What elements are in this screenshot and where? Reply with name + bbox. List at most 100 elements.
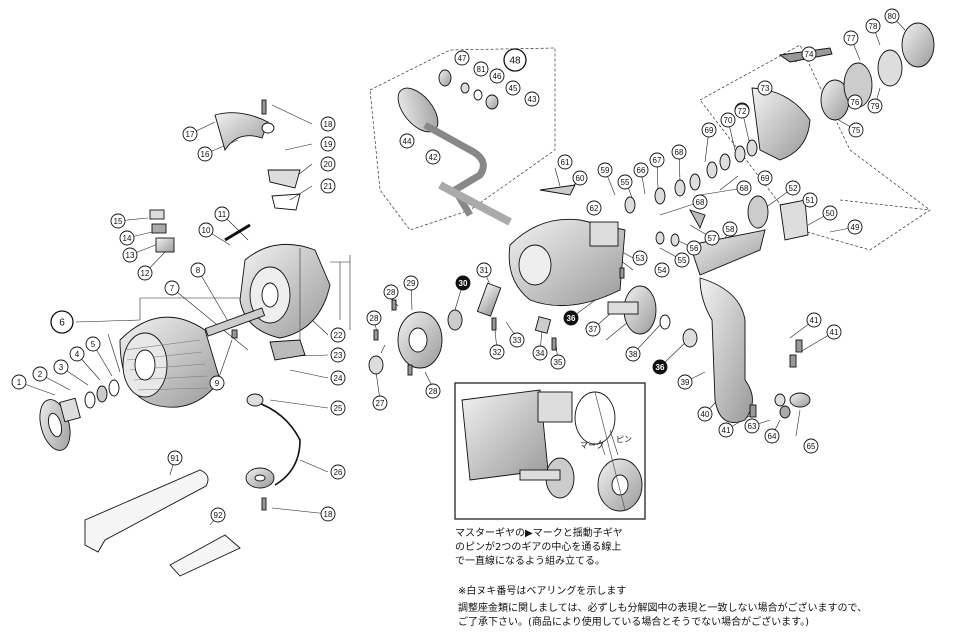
callout-number: 55 (678, 256, 687, 265)
callout-badge (524, 91, 540, 107)
callout-badge (69, 346, 85, 362)
callout-number: 20 (324, 160, 333, 169)
callout-badge (843, 30, 859, 46)
callout-number: 43 (528, 95, 537, 104)
callout-number: 42 (429, 153, 438, 162)
callout-badge (320, 156, 336, 172)
callout-badge (330, 327, 346, 343)
callout-number: 24 (334, 374, 343, 383)
callout-badge (383, 284, 399, 300)
callout-number: 39 (681, 378, 690, 387)
callout-badge (586, 200, 602, 216)
callout-badge (822, 205, 838, 221)
callout-badge (198, 222, 214, 238)
tools-group (84, 469, 241, 577)
callout-badge (372, 395, 388, 411)
callout-badge (550, 354, 566, 370)
callout-number: 74 (805, 50, 814, 59)
callout-number: 80 (888, 12, 897, 21)
callout-badge (476, 262, 492, 278)
callout-number: 76 (851, 98, 860, 107)
callout-number: 91 (171, 454, 180, 463)
callout-number: 32 (493, 348, 502, 357)
callout-badge (210, 507, 226, 523)
callout-number: 68 (675, 148, 684, 157)
callout-badge (330, 347, 346, 363)
callout-badge (563, 310, 579, 326)
callout-number: 40 (701, 410, 710, 419)
callout-badge (330, 370, 346, 386)
callout-number: 67 (653, 156, 662, 165)
callout-number: 62 (590, 204, 599, 213)
callout-badge (764, 428, 780, 444)
callout-number: 11 (218, 210, 227, 219)
callout-number: 33 (513, 336, 522, 345)
callout-number: 7 (170, 284, 175, 293)
callout-badge (847, 219, 863, 235)
callout-badge (597, 162, 613, 178)
callout-badge (473, 61, 489, 77)
callout-number: 48 (509, 56, 521, 67)
callout-badge (744, 418, 760, 434)
callout-number: 19 (324, 140, 333, 149)
callout-number: 77 (847, 34, 856, 43)
callout-number: 64 (768, 432, 777, 441)
callout-badge (366, 310, 382, 326)
callout-badge (671, 144, 687, 160)
callout-number: 15 (114, 217, 123, 226)
callout-badge (867, 98, 883, 114)
callout-number: 69 (761, 174, 770, 183)
callout-number: 75 (852, 126, 861, 135)
callout-number: 81 (477, 65, 486, 74)
callout-number: 38 (629, 350, 638, 359)
inset-mark-label: マーク (580, 441, 604, 450)
callout-number: 21 (324, 182, 333, 191)
callout-badge (686, 240, 702, 256)
callout-badge (32, 366, 48, 382)
callout-badge (884, 8, 900, 24)
callout-number: 65 (807, 442, 816, 451)
callout-badge (722, 221, 738, 237)
callout-number: 30 (459, 279, 468, 288)
callout-number: 47 (458, 54, 467, 63)
callout-badge (585, 321, 601, 337)
callout-badge (11, 374, 27, 390)
callout-number: 8 (196, 266, 201, 275)
callout-badge (701, 122, 717, 138)
callout-badge (214, 206, 230, 222)
callout-badge (801, 46, 817, 62)
callout-badge (785, 180, 801, 196)
inset-note-line: マスターギヤの▶マークと揺動子ギヤ (455, 528, 623, 539)
bearing-legend-note: ※白ヌキ番号はベアリングを示します (458, 586, 627, 597)
callout-badge (704, 230, 720, 246)
callout-badge (489, 68, 505, 84)
callout-number: 69 (705, 126, 714, 135)
handle-group (397, 69, 512, 226)
callout-badge (802, 192, 818, 208)
callout-badge (503, 48, 527, 72)
callout-number: 27 (376, 399, 385, 408)
callout-number: 2 (38, 370, 43, 379)
callout-number: 56 (690, 244, 699, 253)
callout-number: 25 (334, 404, 343, 413)
callout-badge (625, 346, 641, 362)
callout-number: 17 (186, 130, 195, 139)
callout-number: 68 (696, 198, 705, 207)
callout-labels: 1234567891011121314151617181920212223242… (11, 8, 900, 523)
callout-number: 79 (871, 102, 880, 111)
callout-badge (734, 103, 750, 119)
callout-badge (182, 126, 198, 142)
callout-badge (425, 149, 441, 165)
callout-number: 34 (536, 349, 545, 358)
callout-number: 55 (621, 178, 630, 187)
inset-detail (454, 382, 646, 520)
callout-badge (320, 506, 336, 522)
callout-number: 49 (851, 223, 860, 232)
callout-badge (455, 275, 471, 291)
callout-number: 54 (658, 266, 667, 275)
body-group (508, 139, 811, 423)
callout-number: 16 (201, 150, 210, 159)
callout-badge (757, 80, 773, 96)
callout-badge (53, 359, 69, 375)
callout-badge (320, 178, 336, 194)
